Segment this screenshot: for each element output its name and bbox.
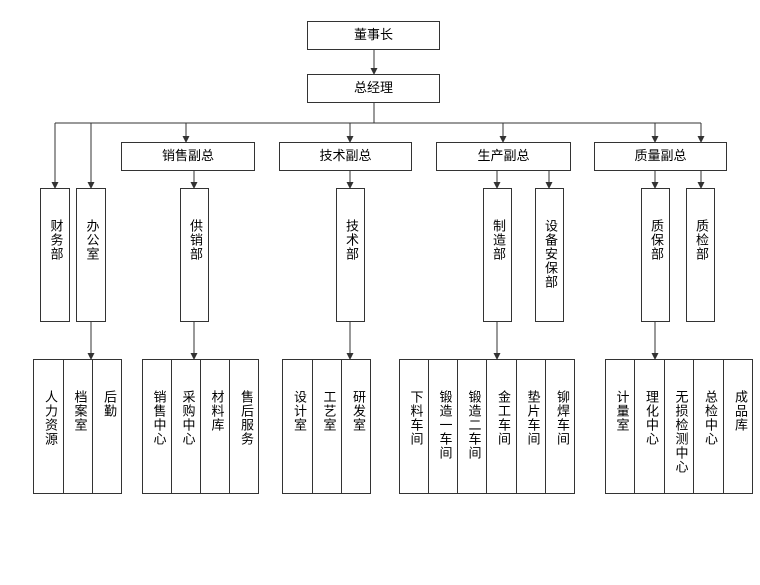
unit-cell: 锻造一车间 bbox=[429, 360, 458, 493]
unit-cell: 锻造二车间 bbox=[458, 360, 487, 493]
dept-manufacturing-label: 制造部 bbox=[490, 219, 505, 261]
unit-cell: 成品库 bbox=[724, 360, 753, 493]
unit-label: 计量室 bbox=[613, 390, 629, 432]
dept-quality-assurance-box: 质保部 bbox=[641, 188, 670, 322]
unit-cell: 工艺室 bbox=[313, 360, 342, 493]
dept-supply-sales-label: 供销部 bbox=[187, 219, 202, 261]
unit-label: 材料库 bbox=[208, 390, 224, 432]
unit-cell: 研发室 bbox=[342, 360, 371, 493]
dept-quality-inspection-box: 质检部 bbox=[686, 188, 715, 322]
unit-label: 下料车间 bbox=[407, 390, 423, 446]
dept-quality-assurance-label: 质保部 bbox=[648, 219, 663, 261]
unit-cell: 总检中心 bbox=[694, 360, 724, 493]
technology-units: 设计室 工艺室 研发室 bbox=[282, 359, 371, 494]
unit-cell: 计量室 bbox=[606, 360, 635, 493]
general-manager-label: 总经理 bbox=[353, 81, 393, 96]
unit-label: 总检中心 bbox=[701, 390, 717, 446]
vp-quality-box: 质量副总 bbox=[594, 142, 727, 171]
dept-supply-sales-box: 供销部 bbox=[180, 188, 209, 322]
unit-label: 锻造一车间 bbox=[436, 390, 452, 460]
supply-sales-units: 销售中心 采购中心 材料库 售后服务 bbox=[142, 359, 259, 494]
unit-cell: 设计室 bbox=[283, 360, 313, 493]
unit-cell: 后勤 bbox=[93, 360, 122, 493]
unit-label: 成品库 bbox=[731, 390, 747, 432]
vp-tech-label: 技术副总 bbox=[319, 149, 372, 164]
dept-finance-box: 财务部 bbox=[40, 188, 70, 322]
dept-equipment-safety-box: 设备安保部 bbox=[535, 188, 564, 322]
vp-tech-box: 技术副总 bbox=[279, 142, 412, 171]
unit-label: 铆焊车间 bbox=[553, 390, 569, 446]
unit-cell: 档案室 bbox=[64, 360, 93, 493]
quality-assurance-units: 计量室 理化中心 无损检测中心 总检中心 成品库 bbox=[605, 359, 753, 494]
dept-manufacturing-box: 制造部 bbox=[483, 188, 512, 322]
dept-technology-box: 技术部 bbox=[336, 188, 365, 322]
unit-label: 采购中心 bbox=[179, 390, 195, 446]
dept-finance-label: 财务部 bbox=[47, 219, 63, 261]
general-manager-box: 总经理 bbox=[307, 74, 440, 103]
unit-cell: 人力资源 bbox=[34, 360, 64, 493]
unit-cell: 金工车间 bbox=[487, 360, 517, 493]
dept-equipment-safety-label: 设备安保部 bbox=[542, 219, 557, 289]
office-units: 人力资源 档案室 后勤 bbox=[33, 359, 122, 494]
unit-label: 后勤 bbox=[100, 390, 116, 418]
chairman-label: 董事长 bbox=[353, 28, 393, 43]
chairman-box: 董事长 bbox=[307, 21, 440, 50]
unit-label: 售后服务 bbox=[237, 390, 253, 446]
unit-label: 设计室 bbox=[290, 390, 306, 432]
unit-cell: 下料车间 bbox=[400, 360, 429, 493]
vp-sales-box: 销售副总 bbox=[121, 142, 255, 171]
dept-office-label: 办公室 bbox=[83, 219, 99, 261]
unit-cell: 垫片车间 bbox=[517, 360, 546, 493]
unit-cell: 采购中心 bbox=[172, 360, 201, 493]
vp-production-box: 生产副总 bbox=[436, 142, 571, 171]
unit-cell: 销售中心 bbox=[143, 360, 172, 493]
unit-cell: 材料库 bbox=[201, 360, 230, 493]
unit-cell: 无损检测中心 bbox=[665, 360, 694, 493]
unit-cell: 售后服务 bbox=[230, 360, 259, 493]
unit-label: 档案室 bbox=[71, 390, 87, 432]
unit-cell: 理化中心 bbox=[635, 360, 665, 493]
unit-label: 销售中心 bbox=[150, 390, 166, 446]
vp-production-label: 生产副总 bbox=[477, 149, 530, 164]
unit-label: 理化中心 bbox=[642, 390, 658, 446]
vp-sales-label: 销售副总 bbox=[161, 149, 214, 164]
unit-label: 研发室 bbox=[349, 390, 365, 432]
unit-label: 金工车间 bbox=[494, 390, 510, 446]
unit-label: 人力资源 bbox=[41, 390, 57, 446]
unit-label: 垫片车间 bbox=[524, 390, 540, 446]
dept-technology-label: 技术部 bbox=[343, 219, 358, 261]
unit-label: 无损检测中心 bbox=[672, 390, 688, 474]
unit-label: 锻造二车间 bbox=[465, 390, 481, 460]
dept-quality-inspection-label: 质检部 bbox=[693, 219, 708, 261]
vp-quality-label: 质量副总 bbox=[634, 149, 687, 164]
unit-label: 工艺室 bbox=[320, 390, 336, 432]
dept-office-box: 办公室 bbox=[76, 188, 106, 322]
unit-cell: 铆焊车间 bbox=[546, 360, 575, 493]
manufacturing-units: 下料车间 锻造一车间 锻造二车间 金工车间 垫片车间 铆焊车间 bbox=[399, 359, 575, 494]
